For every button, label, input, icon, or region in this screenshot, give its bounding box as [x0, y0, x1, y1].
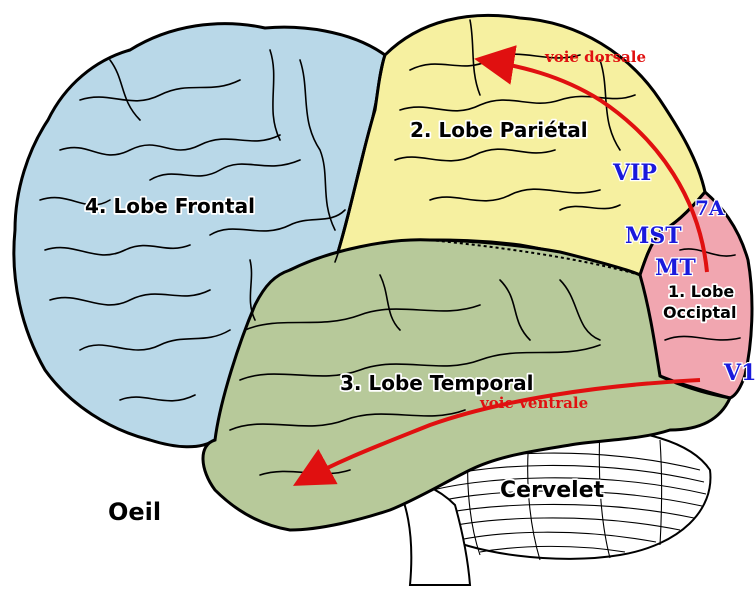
dorsal-pathway-label: voie dorsale	[544, 48, 646, 66]
mst-label: MST	[625, 223, 682, 249]
ventral-pathway-label: voie ventrale	[479, 394, 588, 412]
occipital-lobe-label-line2: Occiptal	[663, 303, 736, 322]
occipital-lobe-label-line1: 1. Lobe	[668, 282, 734, 301]
parietal-lobe-label: 2. Lobe Pariétal	[410, 118, 588, 142]
temporal-lobe-label: 3. Lobe Temporal	[340, 371, 533, 395]
vip-label: VIP	[612, 160, 657, 186]
area-7a-label: 7A	[695, 196, 725, 220]
cerebellum-label: Cervelet	[500, 478, 605, 503]
mt-label: MT	[655, 255, 696, 281]
frontal-lobe-label: 4. Lobe Frontal	[85, 194, 255, 218]
eye-label: Oeil	[108, 498, 161, 526]
v1-label: V1	[723, 360, 756, 386]
